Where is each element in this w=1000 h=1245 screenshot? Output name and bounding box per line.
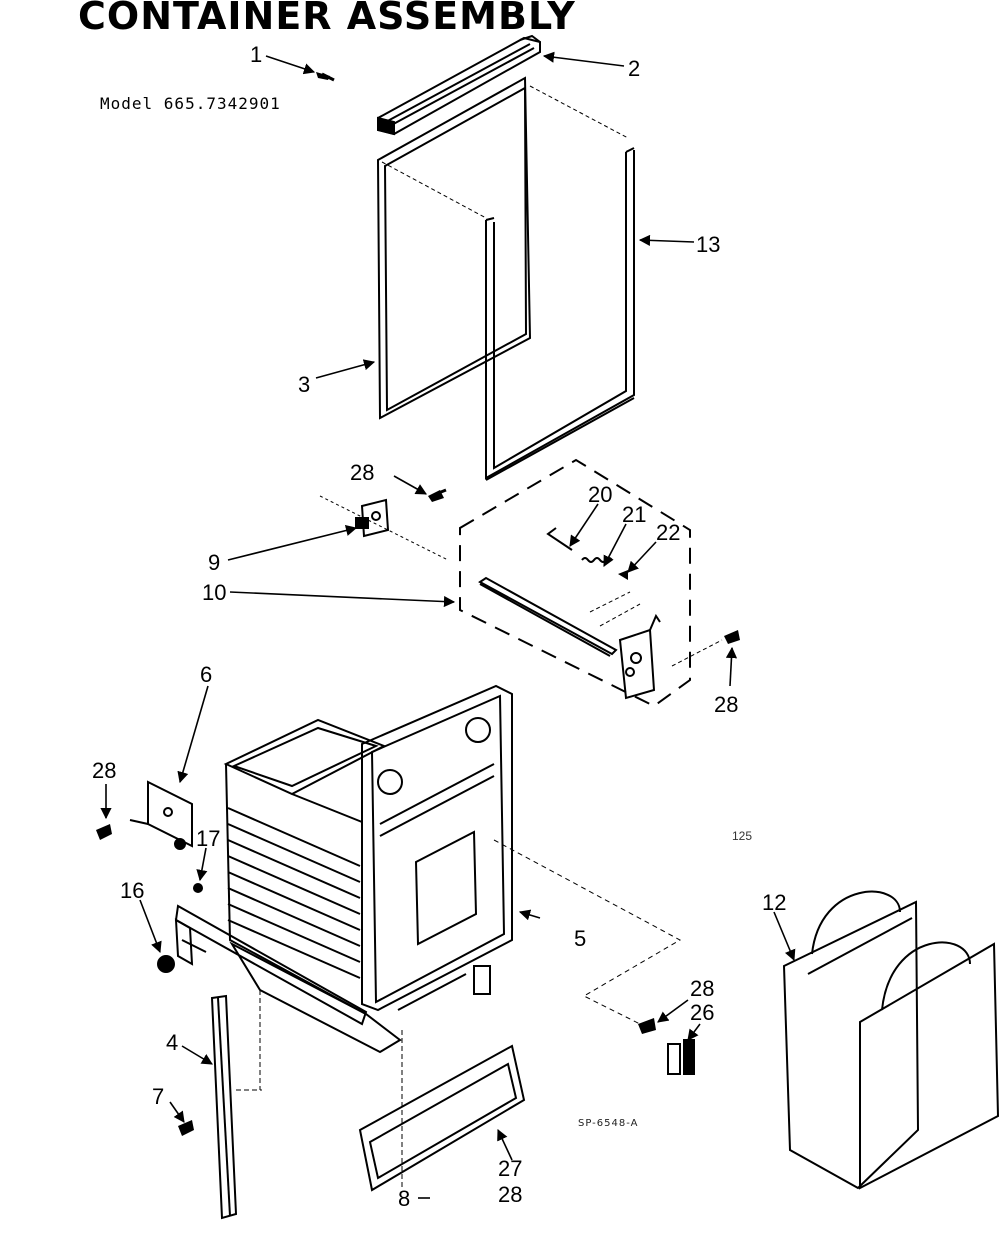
callout-2: 2 [628, 56, 640, 81]
callout-28-left: 28 [92, 758, 116, 783]
callout-13: 13 [696, 232, 720, 257]
title: CONTAINER ASSEMBLY [78, 0, 576, 38]
shelf-part-10-rod [478, 576, 618, 657]
clip-part-22 [618, 570, 628, 580]
callout-6: 6 [200, 662, 212, 687]
screw-part-28-upper [428, 488, 447, 502]
callout-12: 12 [762, 890, 786, 915]
callout-5: 5 [574, 926, 586, 951]
cabinet-part-5 [223, 684, 513, 1054]
bag-part-12 [782, 890, 1000, 1190]
screw-part-28-left [96, 824, 112, 840]
bracket-part-9 [319, 495, 449, 561]
hinge-pin-part-20 [546, 527, 573, 551]
model-number: Model 665.7342901 [100, 94, 281, 113]
callout-28-right: 28 [714, 692, 738, 717]
callout-8: 8 [398, 1186, 410, 1211]
callout-28-upper: 28 [350, 460, 374, 485]
screw-part-1 [316, 72, 335, 82]
bracket-part-6 [129, 780, 193, 850]
callout-1: 1 [250, 42, 262, 67]
frame-part-13 [485, 147, 635, 481]
screw-part-7 [178, 1120, 194, 1136]
channel-part-27 [358, 1030, 526, 1192]
callout-16: 16 [120, 878, 144, 903]
callout-20: 20 [588, 482, 612, 507]
panel-part-3 [376, 76, 532, 420]
cabinet-ribs [227, 807, 361, 979]
leader-lines [100, 51, 796, 1199]
top-rail-part-2 [377, 34, 541, 136]
rail-assembly-part-16 [157, 904, 368, 1026]
screw-part-28-lower [638, 1018, 656, 1034]
callout-3: 3 [298, 372, 310, 397]
callout-28-bottom: 28 [498, 1182, 522, 1207]
screw-part-28-right [724, 630, 740, 644]
callout-9: 9 [208, 550, 220, 575]
callout-17: 17 [196, 826, 220, 851]
callout-27: 27 [498, 1156, 522, 1181]
catalog-number: SP-6548-A [578, 1118, 639, 1129]
callout-22: 22 [656, 520, 680, 545]
callout-10: 10 [202, 580, 226, 605]
callout-26: 26 [690, 1000, 714, 1025]
callout-7: 7 [152, 1084, 164, 1109]
catch-part-26 [667, 1039, 695, 1075]
strip-part-4 [210, 994, 238, 1220]
callout-4: 4 [166, 1030, 178, 1055]
callout-21: 21 [622, 502, 646, 527]
shelf-part-10-outline [459, 458, 691, 708]
latch-bracket [589, 591, 661, 700]
nut-part-17 [193, 883, 203, 893]
callout-28-lower: 28 [690, 976, 714, 1001]
stray-mark: 125 [732, 829, 752, 843]
